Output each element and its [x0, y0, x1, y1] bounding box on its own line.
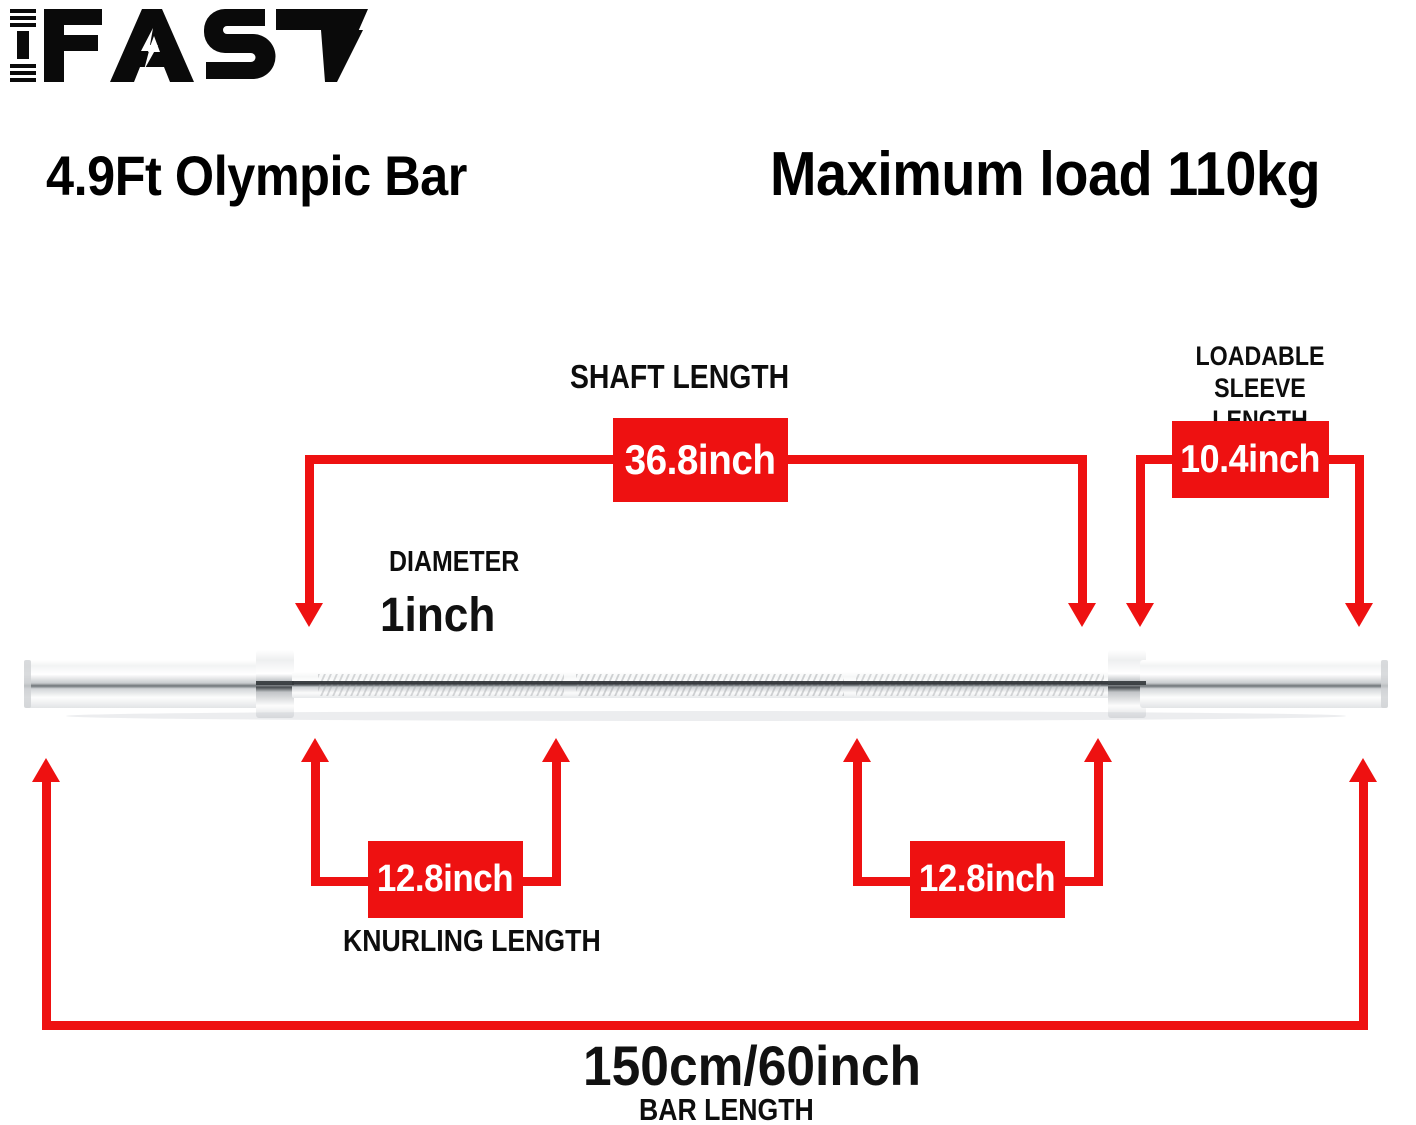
bar-length-value: 150cm/60inch	[583, 1034, 921, 1097]
shaft-bracket-left-stem	[305, 455, 314, 607]
shaft-bracket-right-stem	[1078, 455, 1087, 607]
shaft-bracket-left-arrow-icon	[295, 603, 323, 627]
barbell-right-sleeve	[1140, 660, 1388, 708]
diameter-value: 1inch	[380, 589, 496, 642]
bar-length-label: BAR LENGTH	[639, 1092, 814, 1125]
ifast-logo-mark	[10, 9, 368, 82]
knurl-right-bracket-right-stem	[1094, 762, 1103, 882]
sleeve-bracket-right-stem	[1355, 455, 1364, 607]
knurl-left-value-badge: 12.8inch	[368, 841, 523, 918]
barbell-shaft-seam	[292, 681, 1114, 685]
shaft-length-label: SHAFT LENGTH	[570, 358, 790, 395]
barbell-knurling-center	[576, 674, 844, 696]
sleeve-length-value-badge: 10.4inch	[1172, 421, 1329, 498]
barbell-left-collar-seam	[256, 681, 294, 685]
knurl-left-value: 12.8inch	[377, 858, 514, 900]
shaft-length-value-badge: 36.8inch	[613, 418, 788, 502]
barbell-left-end-cap	[24, 660, 31, 708]
sleeve-label-line1: LOADABLE	[1195, 341, 1325, 371]
barbell-left-sleeve	[24, 660, 272, 708]
knurl-left-bracket-left-arrow-icon	[301, 738, 329, 762]
knurling-length-label: KNURLING LENGTH	[343, 923, 601, 958]
knurl-left-bracket-left-stem	[311, 762, 320, 882]
knurl-right-bracket-left-stem	[853, 762, 862, 882]
barbell-shadow	[66, 711, 1346, 721]
shaft-length-value: 36.8inch	[625, 436, 776, 483]
bar-length-bracket-right-arrow-icon	[1349, 758, 1377, 782]
sleeve-length-value: 10.4inch	[1180, 437, 1321, 481]
barbell-right-end-cap	[1381, 660, 1388, 708]
barbell-knurling-right	[856, 674, 1104, 696]
knurl-right-bracket-left-arrow-icon	[843, 738, 871, 762]
sleeve-bracket-left-arrow-icon	[1126, 603, 1154, 627]
shaft-bracket-right-arrow-icon	[1068, 603, 1096, 627]
bar-length-bracket-right-stem	[1359, 782, 1368, 1025]
bar-length-bracket-bottom-line	[42, 1021, 1368, 1030]
max-load-title: Maximum load 110kg	[770, 140, 1321, 209]
knurl-left-bracket-right-stem	[552, 762, 561, 882]
sleeve-bracket-right-arrow-icon	[1345, 603, 1373, 627]
barbell-right-collar-seam	[1108, 681, 1146, 685]
knurl-right-value-badge: 12.8inch	[910, 841, 1065, 918]
ifast-logo	[8, 6, 388, 86]
knurl-left-bracket-right-arrow-icon	[542, 738, 570, 762]
knurl-right-value: 12.8inch	[919, 858, 1056, 900]
page-title: 4.9Ft Olympic Bar	[46, 144, 467, 207]
bar-length-bracket-left-stem	[42, 782, 51, 1025]
sleeve-bracket-left-stem	[1136, 455, 1145, 607]
diameter-label: DIAMETER	[389, 546, 520, 578]
bar-length-bracket-left-arrow-icon	[32, 758, 60, 782]
barbell-knurling-left	[318, 674, 564, 696]
knurl-right-bracket-right-arrow-icon	[1084, 738, 1112, 762]
